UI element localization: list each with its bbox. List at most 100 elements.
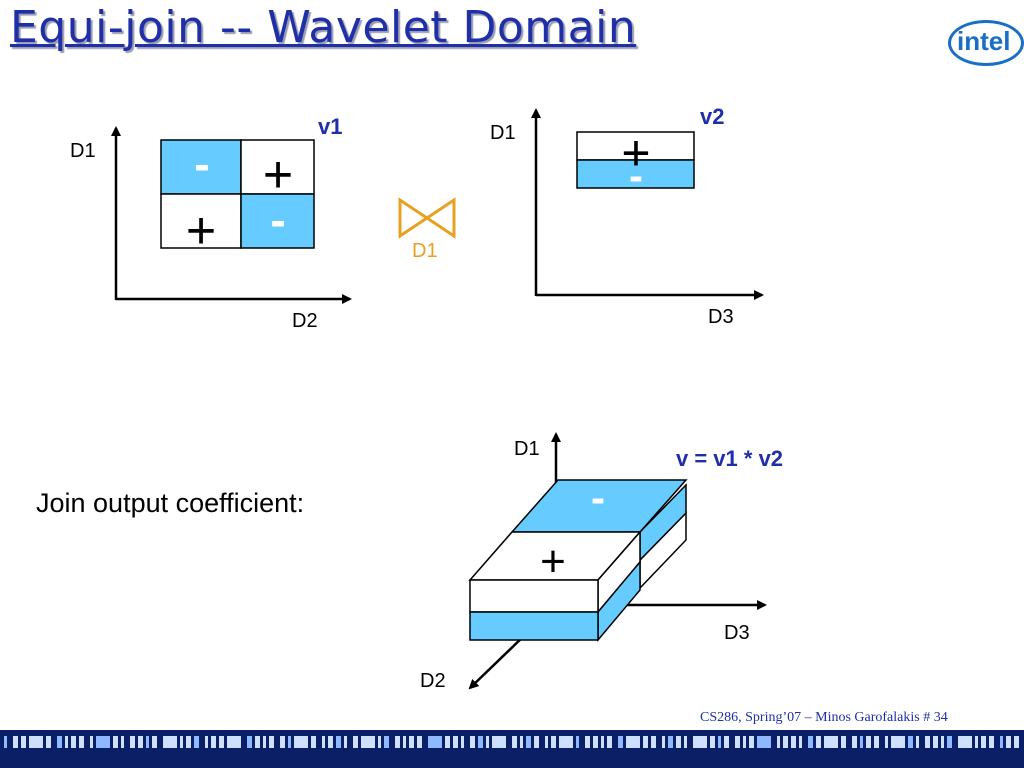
footer-stripe: [409, 736, 414, 748]
footer-stripe: [4, 736, 7, 748]
footer-stripe: [227, 736, 241, 748]
footer-stripe: [353, 736, 358, 748]
footer-stripe: [885, 736, 888, 748]
footer-stripe: [29, 736, 43, 748]
footer-stripe: [626, 736, 640, 748]
footer-stripe: [121, 736, 124, 748]
footer-stripe: [263, 736, 266, 748]
footer-stripe: [361, 736, 375, 748]
footer-stripe: [816, 736, 821, 748]
footer-stripe: [601, 736, 604, 748]
footer-stripe: [551, 736, 556, 748]
footer-stripe: [777, 736, 780, 748]
logo-ring: [948, 20, 1024, 66]
footer-stripe: [79, 736, 84, 748]
footer-stripe: [90, 736, 93, 748]
footer-stripe: [453, 736, 458, 748]
footer-stripe: [593, 736, 598, 748]
footer-stripe: [916, 736, 919, 748]
footer-stripe: [328, 736, 333, 748]
footer-stripe: [384, 736, 389, 748]
footer-stripe: [470, 736, 475, 748]
footer-stripe: [651, 736, 656, 748]
footer-bar-pattern: [4, 736, 1019, 748]
footer-stripe: [735, 736, 740, 748]
footer-stripe: [130, 736, 135, 748]
footer-stripe: [941, 736, 944, 748]
footer-stripe: [1006, 736, 1011, 748]
footer-stripe: [378, 736, 381, 748]
v2-cell-top: [576, 131, 695, 161]
footer-stripe: [860, 736, 863, 748]
footer-stripe: [322, 736, 325, 748]
footer-stripe: [989, 736, 994, 748]
footer-text: CS286, Spring’07 – Minos Garofalakis # 3…: [700, 710, 948, 725]
footer-stripe: [749, 736, 754, 748]
footer-stripe: [841, 736, 846, 748]
footer-stripe: [311, 736, 316, 748]
footer-stripe: [211, 736, 216, 748]
footer-stripe: [799, 736, 802, 748]
footer-stripe: [255, 736, 260, 748]
footer-stripe: [288, 736, 291, 748]
footer-stripe: [710, 736, 715, 748]
footer-stripe: [607, 736, 612, 748]
footer-stripe: [933, 736, 938, 748]
footer-stripe: [908, 736, 913, 748]
footer-bar: [0, 730, 1024, 768]
footer-stripe: [662, 736, 665, 748]
v-formula: v = v1 * v2: [676, 446, 784, 471]
footer-stripe: [194, 736, 199, 748]
footer-stripe: [975, 736, 978, 748]
footer-stripe: [743, 736, 746, 748]
footer-stripe: [46, 736, 51, 748]
footer-stripe: [874, 736, 879, 748]
v-sign-plus: +: [540, 537, 566, 586]
footer-stripe: [417, 736, 422, 748]
v-axis-down-label: D2: [420, 670, 446, 692]
v-front-face-lower: [469, 611, 599, 641]
footer-stripe: [428, 736, 442, 748]
footer-stripe: [576, 736, 579, 748]
footer-stripe: [676, 736, 681, 748]
v-axis-up-label: D1: [514, 438, 540, 460]
v1-sign-bottom-right: -: [270, 194, 285, 246]
v1-sign-top-right: +: [263, 146, 293, 204]
v-sign-minus: -: [591, 474, 605, 521]
v2-axis-y-label: D1: [490, 122, 516, 144]
footer-stripe: [783, 736, 788, 748]
v2-sign-bottom: -: [629, 152, 643, 199]
footer-stripe: [684, 736, 687, 748]
footer-stripe: [403, 736, 406, 748]
footer-stripe: [492, 736, 506, 748]
footer-stripe: [13, 736, 18, 748]
footer-stripe: [526, 736, 531, 748]
footer-stripe: [280, 736, 285, 748]
footer-stripe: [294, 736, 308, 748]
footer-stripe: [247, 736, 252, 748]
v-front-face-upper: [469, 579, 599, 613]
footer-stripe: [981, 736, 986, 748]
v1-axis-y-label: D1: [70, 140, 96, 162]
footer-stripe: [205, 736, 208, 748]
footer-stripe: [724, 736, 729, 748]
footer-stripe: [643, 736, 648, 748]
v1-axis-x-label: D2: [292, 310, 318, 332]
footer-stripe: [269, 736, 274, 748]
footer-stripe: [958, 736, 972, 748]
footer-stripe: [866, 736, 871, 748]
footer-stripe: [559, 736, 573, 748]
footer-stripe: [445, 736, 450, 748]
footer-stripe: [852, 736, 857, 748]
footer-stripe: [395, 736, 400, 748]
v1-sign-top-left: -: [194, 138, 209, 190]
footer-stripe: [545, 736, 548, 748]
footer-stripe: [146, 736, 149, 748]
footer-stripe: [824, 736, 838, 748]
footer-stripe: [478, 736, 483, 748]
slide-title: Equi-join -- Wavelet Domain: [10, 2, 637, 53]
footer-stripe: [891, 736, 905, 748]
footer-stripe: [344, 736, 347, 748]
footer-stripe: [791, 736, 796, 748]
